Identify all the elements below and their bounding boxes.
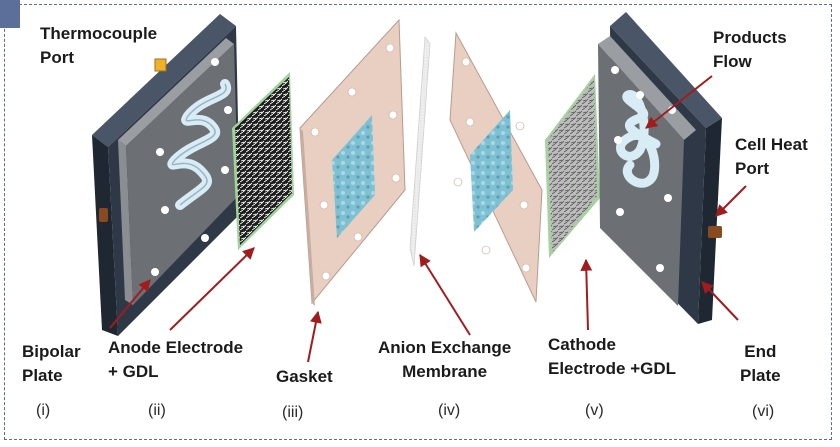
numeral-i: (i) xyxy=(36,402,51,419)
arrow-anode-electrode xyxy=(169,247,255,331)
arrow-cell-heat-port xyxy=(715,185,747,217)
left-heat-port xyxy=(99,208,108,222)
arrow-cathode-electrode xyxy=(580,258,593,331)
dashed-frame xyxy=(4,4,832,440)
right-heat-port xyxy=(708,226,722,238)
corner-tab xyxy=(0,0,20,28)
gasket-label: Gasket xyxy=(276,367,333,386)
anion-exchange-membrane xyxy=(409,35,431,267)
right-bipolar-plate xyxy=(598,36,696,306)
thermocouple-port xyxy=(154,58,167,72)
arrow-end-plate xyxy=(701,281,739,321)
right-active-area xyxy=(470,110,513,232)
cathode-electrode xyxy=(545,74,600,258)
numeral-v: (v) xyxy=(585,402,604,419)
left-gasket xyxy=(299,18,406,306)
numeral-vi: (vi) xyxy=(752,403,775,420)
anode-electrode-label: Anode Electrode+ GDL xyxy=(108,338,244,381)
numeral-iv: (iv) xyxy=(438,402,461,419)
numeral-iii: (iii) xyxy=(282,404,304,421)
left-bipolar-plate xyxy=(118,38,238,305)
anode-electrode xyxy=(232,72,294,250)
arrow-products-flow xyxy=(645,75,713,129)
numeral-ii: (ii) xyxy=(148,402,166,419)
right-flow-channel xyxy=(616,90,661,188)
left-active-area xyxy=(332,115,375,238)
right-gasket xyxy=(449,31,543,303)
arrow-gasket xyxy=(307,310,322,363)
arrow-membrane xyxy=(419,253,471,336)
arrow-bipolar-plate xyxy=(109,279,151,329)
